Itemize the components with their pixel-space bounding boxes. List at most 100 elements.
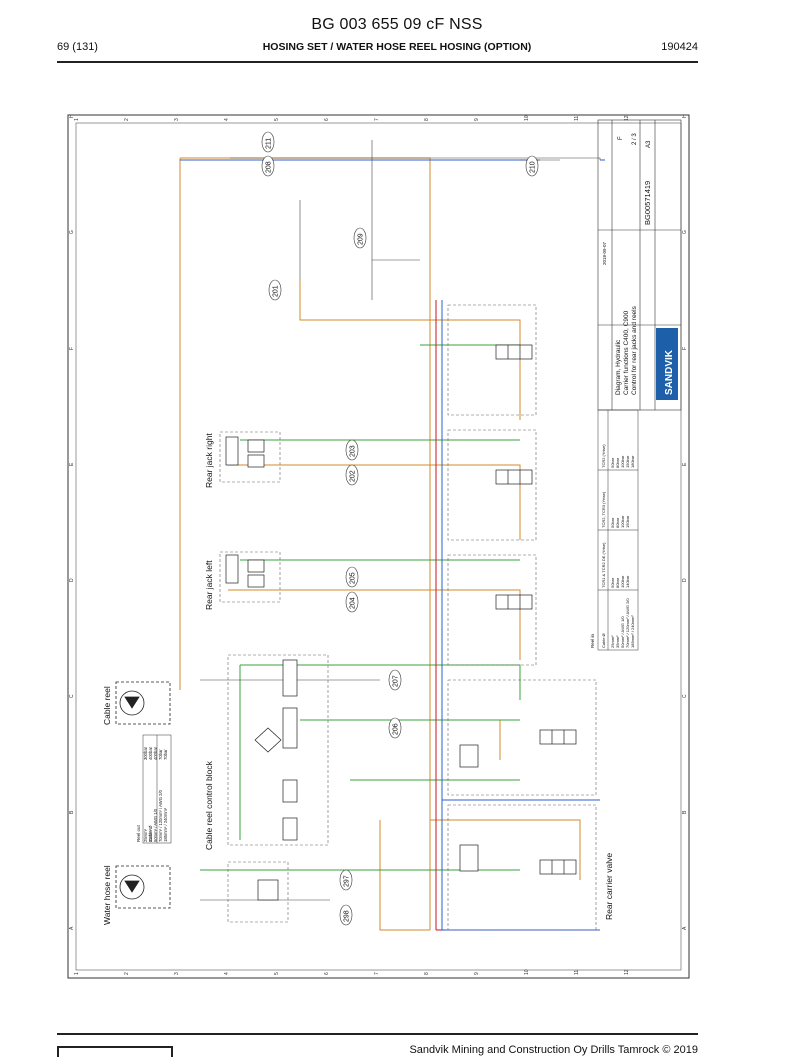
grid-row-number: 5 — [274, 118, 280, 121]
reel-out-pressure: 400bar — [148, 746, 153, 760]
grid-column-letter: C — [682, 694, 688, 698]
reel-out-pressure: 300bar — [143, 746, 148, 760]
balloon-callout — [345, 566, 359, 588]
grid-column-letter: F — [682, 347, 688, 350]
title-line-3: Control for rear jacks and reels — [631, 305, 638, 395]
grid-column-letter: F — [69, 347, 75, 350]
reel-in-cell: 150bar — [625, 455, 630, 468]
drawing-revision: F — [618, 136, 624, 140]
balloon-number: 208 — [266, 161, 273, 173]
reel-in-header: TCR1 & TCR2 DE (Yrtse) — [601, 542, 606, 588]
reel-in-cell: 80bar — [615, 517, 620, 528]
balloon-number: 210 — [530, 161, 537, 173]
grid-row-number: 7 — [374, 118, 380, 121]
balloon-number: 201 — [273, 285, 280, 297]
reel-in-cell: 50bar — [610, 577, 615, 588]
title-line-2: Carrier functions C400, C900 — [623, 310, 630, 395]
balloon-number: 207 — [393, 675, 400, 687]
balloon-callout — [353, 227, 367, 249]
label-water-hose-reel: Water hose reel — [102, 865, 112, 925]
reel-out-cable-size: 185mm² / 240mm² — [163, 807, 168, 842]
document-title: BG 003 655 09 cF NSS — [311, 16, 483, 33]
balloon-callout — [388, 717, 402, 739]
drawing-format: A3 — [646, 140, 652, 148]
balloon-number: 297 — [344, 875, 351, 887]
reel-in-header: Cable Ø — [601, 633, 606, 648]
reel-in-cell: 70mm² / 120mm² / AWG 2/0 — [625, 598, 630, 648]
grid-row-number: 3 — [174, 972, 180, 975]
balloon-number: 205 — [350, 572, 357, 584]
balloon-callout — [261, 131, 275, 153]
grid-column-letter: C — [69, 694, 75, 698]
balloon-callout — [525, 155, 539, 177]
grid-row-number: 6 — [324, 972, 330, 975]
company-logo — [656, 328, 678, 400]
balloon-number: 209 — [358, 233, 365, 245]
grid-column-letter: G — [69, 230, 75, 234]
reel-in-cell: 50bar — [610, 457, 615, 468]
balloon-number: 298 — [344, 910, 351, 922]
reel-in-cell: 80bar — [615, 457, 620, 468]
balloon-callout — [388, 669, 402, 691]
grid-row-number: 7 — [374, 972, 380, 975]
reel-in-cell: 50mm² / AWG 1/0 — [620, 616, 625, 648]
grid-row-number: 9 — [474, 972, 480, 975]
grid-row-number: 6 — [324, 118, 330, 121]
grid-column-letter: B — [682, 810, 688, 814]
grid-column-letter: B — [69, 810, 75, 814]
balloon-callout — [345, 464, 359, 486]
grid-row-number: 12 — [624, 115, 630, 121]
reel-out-cable-heading: Cable Ø — [148, 825, 153, 842]
grid-row-number: 10 — [524, 969, 530, 975]
balloon-callout — [339, 869, 353, 891]
grid-column-letter: A — [682, 926, 688, 930]
grid-column-letter: G — [682, 230, 688, 234]
reel-out-cable-size: 35mm² — [148, 828, 153, 842]
grid-row-number: 10 — [524, 115, 530, 121]
balloon-number: 202 — [350, 470, 357, 482]
reel-in-cell: 50bar — [610, 517, 615, 528]
reel-in-cell: 80bar — [615, 577, 620, 588]
balloon-number: 206 — [393, 723, 400, 735]
grid-row-number: 3 — [174, 118, 180, 121]
cylinder-icon — [225, 436, 265, 588]
document-date: 190424 — [661, 41, 698, 53]
grid-row-number: 11 — [574, 116, 580, 121]
grid-row-number: 1 — [74, 972, 80, 975]
grid-column-letter: E — [682, 462, 688, 466]
reel-out-cable-size: 70mm² / 120mm² / AWG 2/0 — [158, 789, 163, 842]
label-rear-carrier-valve: Rear carrier valve — [604, 853, 614, 920]
label-rear-jack-right: Rear jack right — [204, 433, 214, 488]
reel-in-header: TCR2 (Yrtse) — [601, 444, 606, 468]
grid-row-number: 2 — [124, 972, 130, 975]
reel-out-heading: Reel out — [136, 824, 141, 842]
drawing-number: BG00571419 — [643, 181, 652, 225]
balloon-number: 211 — [266, 138, 273, 149]
reel-in-cell: 180bar — [630, 455, 635, 468]
grid-row-number: 9 — [474, 118, 480, 121]
grid-row-number: 12 — [624, 969, 630, 975]
grid-row-number: 5 — [274, 972, 280, 975]
grid-column-letter: D — [682, 578, 688, 582]
grid-row-number: 1 — [74, 118, 80, 121]
reel-in-heading: Reel in — [590, 633, 595, 648]
reel-out-pressure: 70bar — [158, 749, 163, 760]
grid-row-number: 4 — [224, 972, 230, 975]
grid-column-letter: E — [69, 462, 75, 466]
reel-in-cell: 25mm² — [610, 635, 615, 648]
reel-in-cell: 100bar — [620, 455, 625, 468]
drawing-date: 2018-09-07 — [602, 241, 607, 265]
reel-out-pressure: 70bar — [163, 749, 168, 760]
reel-in-cell: 100bar — [620, 515, 625, 528]
grid-column-letter: D — [69, 578, 75, 582]
label-rear-jack-left: Rear jack left — [204, 560, 214, 610]
grid-row-number: 11 — [574, 970, 580, 975]
balloon-number: 203 — [350, 445, 357, 457]
grid-row-number: 8 — [424, 972, 430, 975]
balloon-callout — [268, 279, 282, 301]
reel-out-cable-size: 25mm² — [143, 828, 148, 842]
balloon-callout — [261, 155, 275, 177]
grid-column-letter: H — [69, 114, 75, 118]
reel-in-cell: 35mm² — [615, 635, 620, 648]
